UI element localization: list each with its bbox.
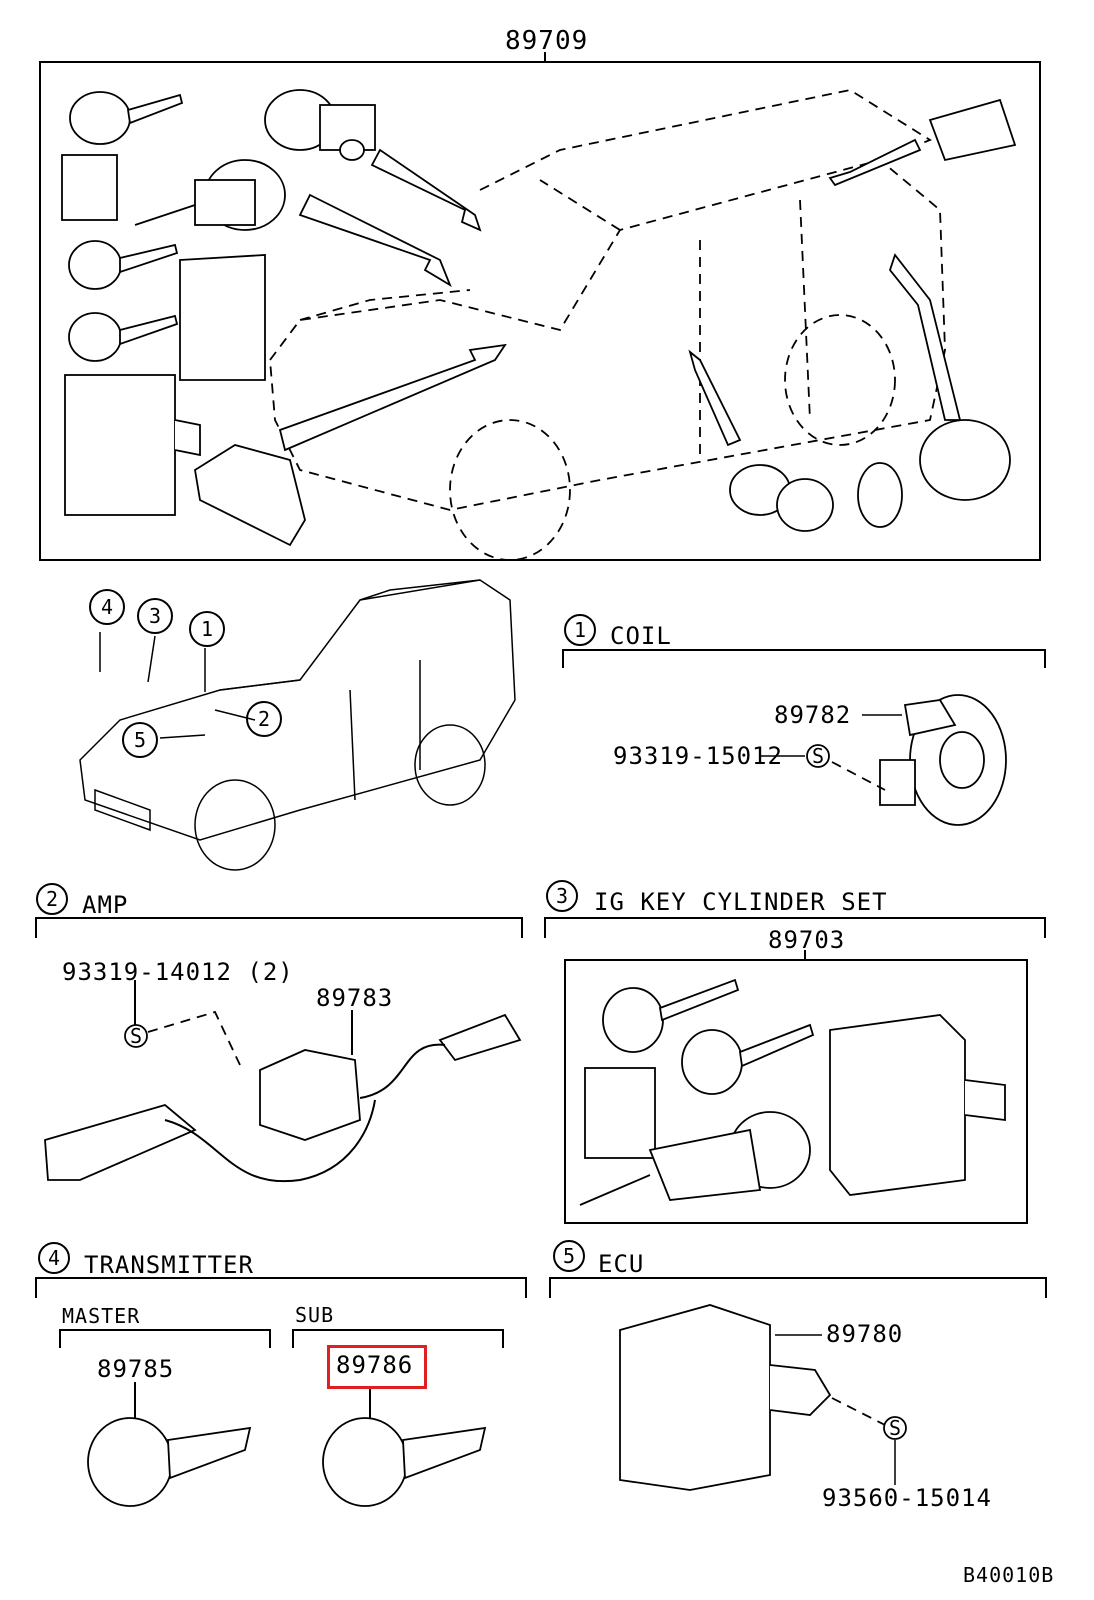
section-number: 3 [556, 884, 570, 908]
ecu-screw-icon [883, 1416, 907, 1440]
section-number: 2 [46, 887, 60, 911]
section-number-circles [36, 589, 596, 1274]
ecu-screw-dash [831, 1397, 886, 1426]
arrows-top [278, 138, 962, 452]
fastener-s-label: S [812, 744, 826, 768]
section-title-amp: AMP [82, 891, 129, 919]
locator-number: 3 [149, 604, 163, 628]
coil-part [879, 694, 1007, 826]
highlight-box [327, 1345, 427, 1389]
vehicle-locator [79, 579, 516, 871]
keys-top-left [61, 91, 201, 516]
ig-key-box [564, 959, 1028, 1224]
section-title-transmitter: TRANSMITTER [84, 1251, 254, 1279]
part-number: 93560-15014 [822, 1484, 992, 1512]
locator-number: 2 [258, 707, 272, 731]
coil-screw-icon [806, 744, 830, 768]
coil-screw-dash [831, 761, 886, 791]
amp-screw-dash [147, 1010, 241, 1066]
section-number: 5 [563, 1244, 577, 1268]
section-bracket-coil [562, 649, 1046, 668]
part-number: 93319-14012 (2) [62, 958, 294, 986]
transmitter-keys [87, 1417, 487, 1507]
part-number: 89783 [316, 984, 394, 1012]
part-number-highlighted[interactable]: 89786 [336, 1351, 414, 1379]
locator-number: 5 [134, 728, 148, 752]
section-bracket-ig [544, 917, 1046, 938]
cylinders-top [134, 89, 1017, 547]
fastener-s-label: S [889, 1416, 903, 1440]
section-number: 1 [574, 618, 588, 642]
vehicle-outline-top [269, 89, 946, 561]
fastener-s-label: S [130, 1024, 144, 1048]
part-number: 89703 [768, 926, 846, 954]
amp-part [44, 1013, 522, 1181]
section-title-coil: COIL [610, 622, 672, 650]
part-number: 89782 [774, 701, 852, 729]
sub-label: SUB [295, 1303, 335, 1327]
ig-key-parts [579, 978, 1006, 1206]
assembly-frame [39, 61, 1041, 561]
part-number: 89785 [97, 1355, 175, 1383]
amp-screw-icon [124, 1024, 148, 1048]
section-title-ig-key: IG KEY CYLINDER SET [594, 888, 888, 916]
figure-code: B40010B [963, 1563, 1055, 1587]
part-number: 93319-15012 [613, 742, 783, 770]
master-label: MASTER [62, 1304, 141, 1328]
ecu-part [619, 1304, 832, 1491]
section-bracket-amp [35, 917, 523, 938]
section-bracket-ecu [549, 1277, 1047, 1298]
section-bracket-transmitter [35, 1277, 527, 1420]
locator-number: 4 [101, 595, 115, 619]
section-title-ecu: ECU [598, 1250, 645, 1278]
locator-number: 1 [201, 617, 215, 641]
section-number: 4 [48, 1246, 62, 1270]
part-number: 89780 [826, 1320, 904, 1348]
part-number-main: 89709 [505, 26, 589, 56]
